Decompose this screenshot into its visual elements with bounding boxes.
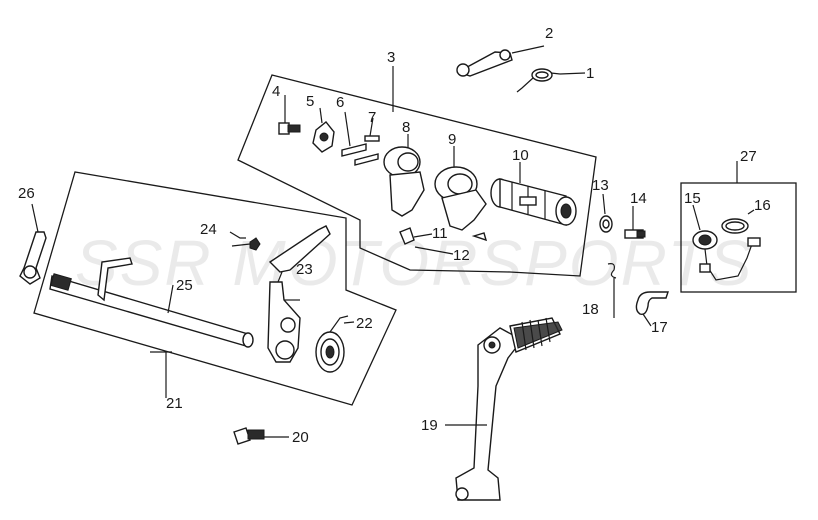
label-12: 12	[453, 247, 470, 264]
part-20-bolt	[233, 427, 289, 445]
label-23: 23	[296, 261, 313, 278]
label-6: 6	[336, 94, 344, 111]
label-10: 10	[512, 147, 529, 164]
label-15: 15	[684, 190, 701, 207]
part-13-washer	[599, 193, 613, 233]
part-7-pin	[364, 117, 380, 142]
part-8-shift-fork	[383, 134, 425, 217]
label-11: 11	[432, 225, 448, 242]
part-16-o-ring	[721, 209, 755, 234]
label-13: 13	[592, 177, 609, 194]
part-12-clip	[414, 232, 488, 255]
label-2: 2	[545, 25, 553, 42]
part-22-roller	[315, 315, 355, 373]
part-17-clip	[635, 291, 669, 327]
part-2-stopper-arm	[456, 45, 545, 77]
part-18-spring	[607, 263, 617, 318]
part-1-spring	[516, 68, 586, 93]
label-19: 19	[421, 417, 438, 434]
part-25-shift-shaft	[49, 257, 254, 348]
part-24-spring	[229, 231, 261, 251]
part-5-star-plate	[312, 107, 335, 153]
gear-sensor-group-box	[680, 182, 797, 293]
label-7: 7	[368, 109, 376, 126]
shift-drum-group-box	[237, 74, 597, 277]
label-16: 16	[754, 197, 771, 214]
part-11-pin	[399, 227, 433, 245]
part-14-bolt	[624, 206, 646, 239]
label-25: 25	[176, 277, 193, 294]
part-4-bolt	[278, 95, 301, 135]
part-6-pins	[341, 111, 379, 166]
label-14: 14	[630, 190, 647, 207]
label-3: 3	[387, 49, 395, 66]
label-21: 21	[166, 395, 183, 412]
label-1: 1	[586, 65, 594, 82]
label-9: 9	[448, 131, 456, 148]
part-19-kick-lever	[445, 317, 563, 501]
shift-shaft-group-box	[33, 171, 397, 406]
label-5: 5	[306, 93, 314, 110]
label-27: 27	[740, 148, 757, 165]
label-22: 22	[356, 315, 373, 332]
part-9-shift-fork	[434, 146, 487, 231]
label-26: 26	[18, 185, 35, 202]
label-17: 17	[651, 319, 668, 336]
label-18: 18	[582, 301, 599, 318]
part-23-shift-arm	[267, 225, 331, 363]
part-15-gear-sensor	[692, 204, 761, 281]
part-26-lever	[19, 203, 47, 285]
label-24: 24	[200, 221, 217, 238]
label-8: 8	[402, 119, 410, 136]
label-4: 4	[272, 83, 280, 100]
label-20: 20	[292, 429, 309, 446]
part-10-shift-drum	[490, 162, 577, 226]
